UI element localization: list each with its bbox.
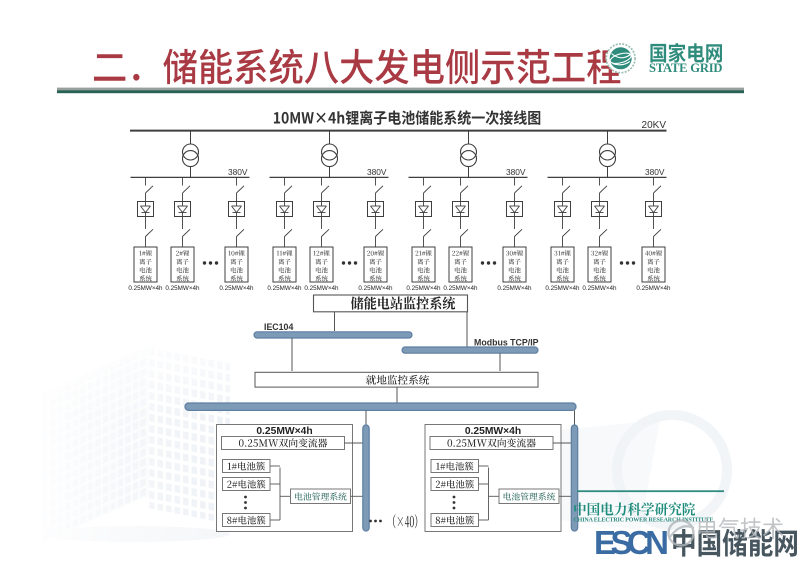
svg-text:STATE GRID: STATE GRID: [649, 61, 723, 75]
svg-text:ESCN: ESCN: [594, 524, 669, 561]
svg-text:0.25MW×4h: 0.25MW×4h: [497, 285, 532, 292]
svg-text:380V: 380V: [228, 167, 248, 177]
svg-text:0.25MW×4h: 0.25MW×4h: [582, 285, 617, 292]
svg-text:0.25MW×4h: 0.25MW×4h: [358, 285, 393, 292]
svg-text:CHINA ELECTRIC POWER RESEARCH: CHINA ELECTRIC POWER RESEARCH INSTITUTE: [574, 518, 714, 524]
svg-text:0.25MW×4h: 0.25MW×4h: [465, 426, 521, 437]
svg-text:380V: 380V: [506, 167, 526, 177]
svg-text:0.25MW×4h: 0.25MW×4h: [545, 285, 580, 292]
svg-text:0.25MW×4h: 0.25MW×4h: [165, 285, 200, 292]
svg-text:0.25MW×4h: 0.25MW×4h: [219, 285, 254, 292]
svg-text:380V: 380V: [645, 167, 665, 177]
svg-text:0.25MW×4h: 0.25MW×4h: [128, 285, 163, 292]
svg-text:20KV: 20KV: [642, 120, 667, 131]
svg-text:Modbus TCP/IP: Modbus TCP/IP: [474, 338, 539, 348]
svg-text:0.25MW×4h: 0.25MW×4h: [304, 285, 339, 292]
svg-text:0.25MW×4h: 0.25MW×4h: [256, 426, 312, 437]
svg-text:0.25MW×4h: 0.25MW×4h: [443, 285, 478, 292]
svg-text:IEC104: IEC104: [264, 322, 293, 332]
svg-text:0.25MW×4h: 0.25MW×4h: [636, 285, 671, 292]
svg-text:0.25MW×4h: 0.25MW×4h: [406, 285, 441, 292]
svg-text:380V: 380V: [367, 167, 387, 177]
svg-text:0.25MW×4h: 0.25MW×4h: [267, 285, 302, 292]
